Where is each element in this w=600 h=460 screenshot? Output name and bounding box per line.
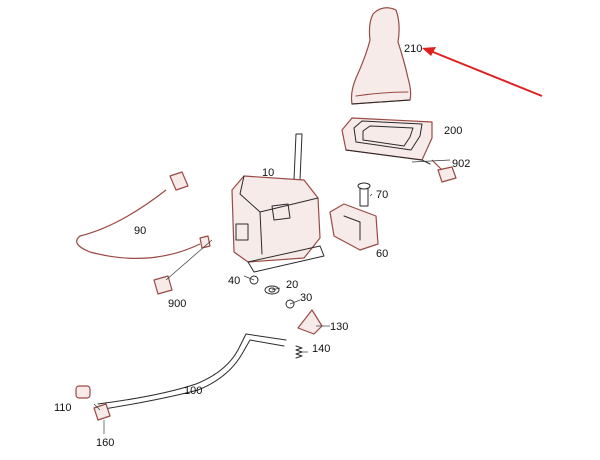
gear-knob-boot — [350, 7, 412, 105]
spring-140 — [295, 345, 303, 359]
connector-902 — [431, 159, 457, 183]
connector-900 — [153, 275, 173, 295]
label-30: 30 — [300, 292, 312, 304]
selector-housing — [231, 133, 325, 273]
label-902: 902 — [452, 158, 470, 170]
leader-lines — [93, 159, 451, 434]
label-100: 100 — [184, 385, 202, 397]
label-160: 160 — [96, 437, 114, 449]
interlock-60 — [329, 203, 379, 251]
highlight-arrow — [422, 47, 543, 97]
label-110: 110 — [54, 402, 72, 414]
label-200: 200 — [444, 125, 462, 137]
label-60: 60 — [376, 248, 388, 260]
wiring-harness-90 — [76, 171, 211, 259]
label-130: 130 — [330, 321, 348, 333]
label-900: 900 — [168, 298, 186, 310]
cap-110 — [75, 385, 91, 399]
label-40: 40 — [228, 275, 240, 287]
shift-cable-100 — [97, 333, 287, 411]
label-70: 70 — [376, 189, 388, 201]
bolt-70 — [357, 182, 371, 207]
label-10: 10 — [262, 167, 274, 179]
label-20: 20 — [286, 279, 298, 291]
callout-labels: 210 200 902 10 70 90 60 40 20 900 30 130… — [54, 43, 470, 449]
washer-30 — [285, 299, 295, 309]
cable-clip-130 — [297, 309, 323, 335]
label-210: 210 — [404, 43, 422, 55]
trim-frame — [341, 117, 433, 165]
label-90: 90 — [134, 225, 146, 237]
label-140: 140 — [312, 343, 330, 355]
bushing-20 — [264, 285, 280, 295]
grommet-40 — [249, 275, 259, 285]
